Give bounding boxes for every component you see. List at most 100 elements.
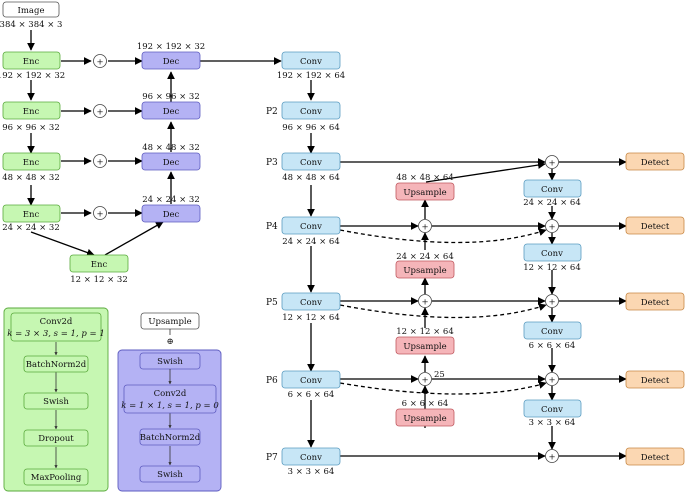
plus-node: + bbox=[93, 206, 107, 220]
head-conv-dims-1: 24 × 24 × 64 bbox=[523, 198, 581, 208]
svg-text:Detect: Detect bbox=[641, 158, 670, 168]
plus-node: + bbox=[93, 104, 107, 118]
legend-conv-step: Swish bbox=[43, 397, 69, 407]
backbone-dims-1: 192 × 192 × 64 bbox=[277, 71, 345, 81]
plus-node: + bbox=[545, 372, 559, 386]
input-dims: 384 × 384 × 3 bbox=[0, 20, 62, 30]
svg-text:Enc: Enc bbox=[23, 158, 40, 168]
svg-text:Dec: Dec bbox=[163, 158, 180, 168]
plus-node: + bbox=[418, 219, 432, 233]
legend-conv-params: k = 3 × 3, s = 1, p = 1 bbox=[7, 329, 105, 339]
head-conv-3: Conv bbox=[523, 321, 582, 340]
detect-block-p3: Detect bbox=[625, 152, 685, 171]
enc-dims-2: 96 × 96 × 32 bbox=[2, 123, 60, 133]
legend-upsample-conv-params: k = 1 × 1, s = 1, p = 0 bbox=[121, 401, 219, 411]
svg-text:Conv: Conv bbox=[541, 185, 563, 195]
svg-text:Conv: Conv bbox=[300, 107, 322, 117]
svg-text:Conv: Conv bbox=[300, 158, 322, 168]
dec-dims-1: 192 × 192 × 32 bbox=[137, 42, 205, 52]
svg-text:+: + bbox=[548, 159, 555, 169]
legend-upsample-block: Upsample ⊕ Swish Conv2d k = 1 × 1, s = 1… bbox=[117, 312, 222, 492]
plus-node: + bbox=[93, 54, 107, 68]
svg-text:Upsample: Upsample bbox=[403, 342, 446, 352]
enc-bottleneck: Enc bbox=[69, 254, 129, 273]
plus-node: + bbox=[418, 372, 432, 386]
svg-text:Conv: Conv bbox=[300, 453, 322, 463]
dec-block-2: Dec bbox=[141, 101, 201, 120]
svg-text:Dec: Dec bbox=[163, 57, 180, 67]
svg-text:Conv: Conv bbox=[541, 249, 563, 259]
svg-text:Detect: Detect bbox=[641, 298, 670, 308]
svg-text:+: + bbox=[421, 298, 428, 308]
level-label-p3: P3 bbox=[266, 158, 278, 168]
backbone-conv-p3: Conv bbox=[281, 152, 341, 171]
detect-block-p4: Detect bbox=[625, 216, 685, 235]
dec-block-1: Dec bbox=[141, 51, 201, 70]
svg-text:+: + bbox=[96, 210, 103, 220]
svg-text:Dec: Dec bbox=[163, 107, 180, 117]
svg-text:Conv: Conv bbox=[300, 376, 322, 386]
svg-text:Enc: Enc bbox=[91, 260, 108, 270]
dec-dims-4: 24 × 24 × 32 bbox=[142, 195, 200, 205]
svg-text:Detect: Detect bbox=[641, 376, 670, 386]
plus-node: + bbox=[545, 294, 559, 308]
svg-text:Conv: Conv bbox=[541, 327, 563, 337]
enc-dims-3: 48 × 48 × 32 bbox=[2, 173, 60, 183]
level-label-p2: P2 bbox=[266, 107, 278, 117]
connections bbox=[27, 30, 627, 460]
enc-block-3: Enc bbox=[2, 152, 61, 171]
svg-text:+: + bbox=[548, 376, 555, 386]
annotation-25: 25 bbox=[434, 370, 445, 380]
upsample-dims-2: 24 × 24 × 64 bbox=[396, 252, 454, 262]
backbone-dims-p3: 48 × 48 × 64 bbox=[282, 173, 340, 183]
upsample-block-3: Upsample bbox=[395, 336, 455, 355]
head-conv-dims-4: 3 × 3 × 64 bbox=[529, 418, 576, 428]
dec-dims-3: 48 × 48 × 32 bbox=[142, 143, 200, 153]
svg-text:+: + bbox=[96, 58, 103, 68]
level-label-p6: P6 bbox=[266, 376, 278, 386]
plus-node: + bbox=[545, 155, 559, 169]
legend-upsample-title: Upsample bbox=[148, 317, 191, 327]
legend-upsample-step: Swish bbox=[157, 470, 183, 480]
svg-text:+: + bbox=[548, 453, 555, 463]
backbone-dims-p2: 96 × 96 × 64 bbox=[282, 123, 340, 133]
legend-upsample-step: BatchNorm2d bbox=[140, 433, 201, 443]
svg-text:Upsample: Upsample bbox=[403, 414, 446, 424]
upsample-dims-1: 48 × 48 × 64 bbox=[396, 173, 454, 183]
enc-block-4: Enc bbox=[2, 204, 61, 223]
svg-text:+: + bbox=[548, 298, 555, 308]
svg-text:+: + bbox=[96, 158, 103, 168]
legend-conv-block: Conv2d k = 3 × 3, s = 1, p = 1 BatchNorm… bbox=[3, 307, 109, 492]
enc-dims-1: 192 × 192 × 32 bbox=[0, 71, 65, 81]
svg-text:Dec: Dec bbox=[163, 210, 180, 220]
level-label-p4: P4 bbox=[266, 222, 278, 232]
plus-node: + bbox=[545, 219, 559, 233]
svg-text:+: + bbox=[548, 223, 555, 233]
legend-conv-step: BatchNorm2d bbox=[26, 360, 87, 370]
legend-upsample-plus: ⊕ bbox=[166, 337, 173, 347]
upsample-dims-3: 12 × 12 × 64 bbox=[396, 327, 454, 337]
plus-node: + bbox=[545, 449, 559, 463]
detect-block-p7: Detect bbox=[625, 447, 685, 466]
svg-text:Enc: Enc bbox=[23, 107, 40, 117]
head-conv-1: Conv bbox=[523, 179, 582, 198]
detect-block-p5: Detect bbox=[625, 292, 685, 311]
head-conv-dims-2: 12 × 12 × 64 bbox=[523, 263, 581, 273]
svg-text:Detect: Detect bbox=[641, 453, 670, 463]
head-conv-dims-3: 6 × 6 × 64 bbox=[529, 341, 576, 351]
svg-text:Conv: Conv bbox=[300, 298, 322, 308]
upsample-block-2: Upsample bbox=[395, 260, 455, 279]
backbone-dims-p5: 12 × 12 × 64 bbox=[282, 313, 340, 323]
upsample-block-1: Upsample bbox=[395, 182, 455, 201]
input-node: Image bbox=[2, 1, 60, 18]
backbone-conv-p2: Conv bbox=[281, 101, 341, 120]
svg-text:+: + bbox=[421, 223, 428, 233]
legend-conv-step: MaxPooling bbox=[31, 473, 82, 483]
enc-dims-4: 24 × 24 × 32 bbox=[2, 223, 60, 233]
svg-text:Enc: Enc bbox=[23, 57, 40, 67]
svg-text:Enc: Enc bbox=[23, 210, 40, 220]
bottleneck-dims: 12 × 12 × 32 bbox=[70, 275, 128, 285]
level-label-p7: P7 bbox=[266, 453, 278, 463]
svg-text:+: + bbox=[421, 376, 428, 386]
